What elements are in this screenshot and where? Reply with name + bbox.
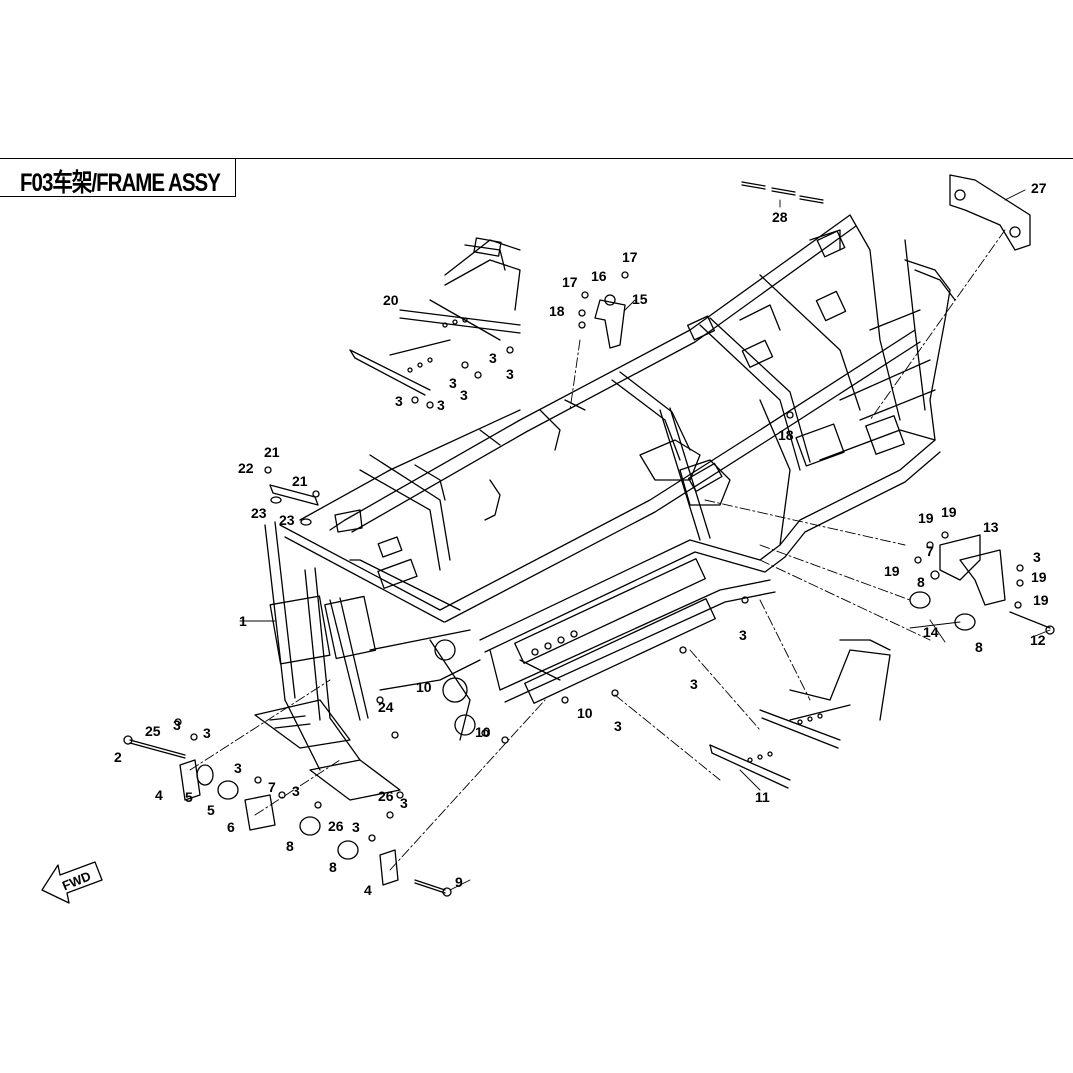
callout: 8 (329, 859, 337, 875)
upper-right-rail (439, 329, 921, 623)
callout: 16 (591, 268, 607, 284)
callout: 3 (614, 718, 622, 734)
callout: 23 (279, 512, 295, 528)
callout: 8 (286, 838, 294, 854)
callout: 3 (449, 375, 457, 391)
callout: 13 (983, 519, 999, 535)
callout: 19 (941, 504, 957, 520)
callout: 23 (251, 505, 267, 521)
rear-mount-assembly (909, 531, 1055, 635)
callout: 4 (364, 882, 372, 898)
callout: 3 (460, 387, 468, 403)
front-cross-bars (279, 214, 926, 623)
callout: 3 (395, 393, 403, 409)
callout: 21 (292, 473, 308, 489)
callout: 4 (155, 787, 163, 803)
callout: 27 (1031, 180, 1047, 196)
callout: 22 (238, 460, 254, 476)
callout-leaders (239, 189, 1051, 891)
callout: 25 (145, 723, 161, 739)
callout: 18 (549, 303, 565, 319)
callout: 3 (437, 397, 445, 413)
callout: 3 (173, 717, 181, 733)
callout: 19 (918, 510, 934, 526)
upper-left-rail (329, 214, 857, 533)
lower-rails (479, 539, 786, 704)
part-11-bracket (709, 639, 891, 789)
callout: 8 (975, 639, 983, 655)
leader-lines (189, 229, 1006, 871)
callout: 5 (185, 789, 193, 805)
callout: 17 (562, 274, 578, 290)
callout: 3 (292, 783, 300, 799)
callout: 3 (506, 366, 514, 382)
callout: 8 (917, 574, 925, 590)
callout-labels: 27 28 17 16 17 15 18 20 3 3 3 3 3 3 21 2… (114, 180, 1049, 898)
callout: 3 (234, 760, 242, 776)
callout: 3 (1033, 549, 1041, 565)
callout: 14 (923, 624, 939, 640)
callout: 6 (227, 819, 235, 835)
callout: 12 (1030, 632, 1046, 648)
callout: 26 (378, 788, 394, 804)
center-plates (334, 229, 847, 589)
callout: 3 (203, 725, 211, 741)
part-27-bracket (949, 174, 1031, 251)
front-nose-section (254, 521, 481, 801)
callout: 20 (383, 292, 399, 308)
callout: 11 (755, 789, 770, 805)
page-title: F03车架/FRAME ASSY (20, 169, 221, 197)
front-mount-assembly (123, 346, 794, 897)
callout: 19 (884, 563, 900, 579)
callout: 3 (352, 819, 360, 835)
callout: 19 (1033, 592, 1049, 608)
title-box: F03车架/FRAME ASSY (0, 159, 236, 197)
callout: 26 (328, 818, 344, 834)
header-rule (0, 158, 1073, 159)
callout: 1 (239, 613, 247, 629)
callout: 10 (475, 724, 491, 740)
callout: 3 (739, 627, 747, 643)
callout: 28 (772, 209, 788, 225)
rear-section (659, 259, 956, 558)
fwd-arrow-icon (41, 861, 103, 904)
part-21-bracket (264, 466, 320, 526)
callout: 17 (622, 249, 638, 265)
callout: 3 (400, 795, 408, 811)
callout: 10 (416, 679, 432, 695)
callout: 3 (489, 350, 497, 366)
callout: 24 (378, 699, 394, 715)
part-15-bracket (578, 271, 629, 349)
callout: 10 (577, 705, 593, 721)
callout: 5 (207, 802, 215, 818)
part-28-pads (741, 181, 824, 204)
part-20-bracket (349, 237, 521, 396)
callout: 18 (778, 427, 794, 443)
callout: 19 (1031, 569, 1047, 585)
callout: 7 (926, 543, 934, 559)
callout: 21 (264, 444, 280, 460)
callout: 3 (690, 676, 698, 692)
callout: 15 (632, 291, 648, 307)
callout: 2 (114, 749, 122, 765)
callout: 9 (455, 874, 463, 890)
callout: 7 (268, 779, 276, 795)
